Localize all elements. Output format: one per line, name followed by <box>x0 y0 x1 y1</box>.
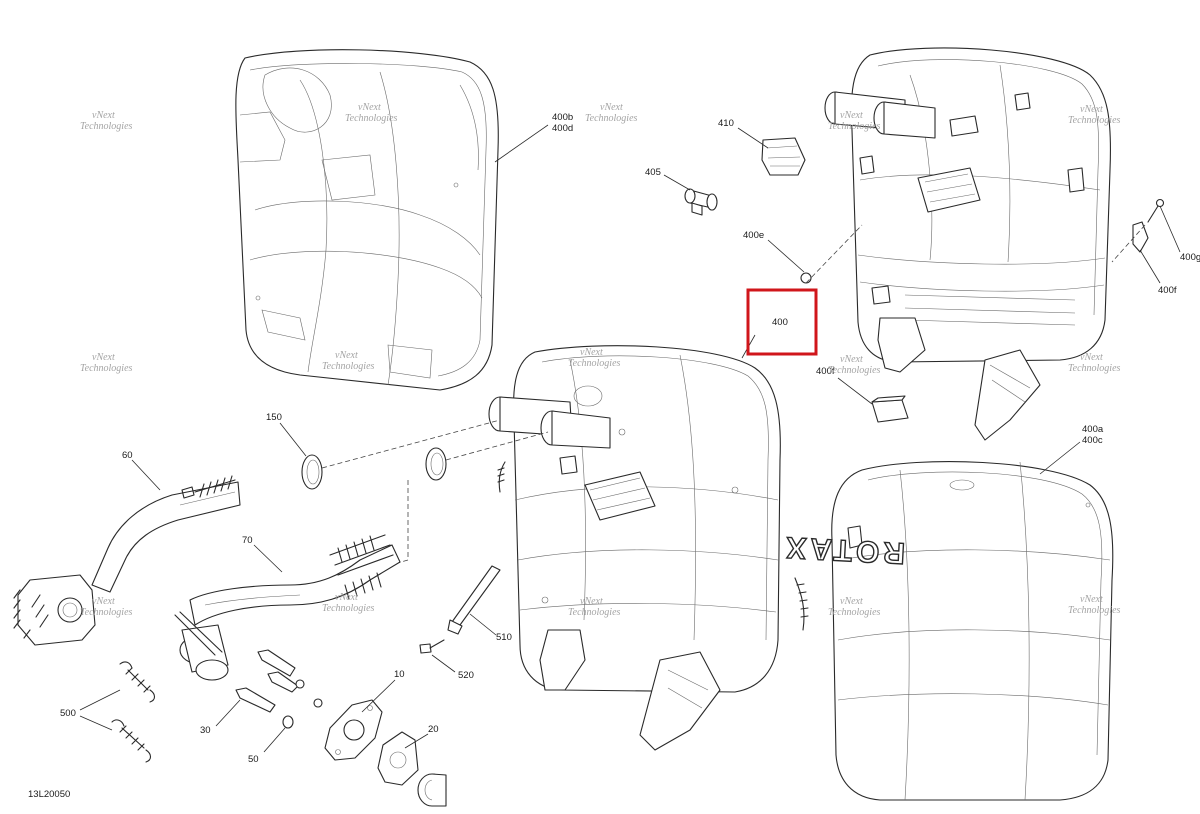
callout-405: 405 <box>645 167 661 178</box>
part-400g-screw[interactable] <box>1147 198 1165 223</box>
part-30-bolts[interactable] <box>235 649 323 713</box>
svg-text:vNext: vNext <box>1080 594 1103 605</box>
callout-70: 70 <box>242 535 253 546</box>
muffler-rear-view[interactable] <box>824 47 1111 441</box>
part-400f-bracket[interactable] <box>1132 221 1149 253</box>
svg-text:Technologies: Technologies <box>80 121 133 132</box>
svg-text:vNext: vNext <box>1080 104 1103 115</box>
svg-text:Technologies: Technologies <box>322 361 375 372</box>
svg-text:vNext: vNext <box>840 596 863 607</box>
svg-text:vNext: vNext <box>92 110 115 121</box>
svg-text:Technologies: Technologies <box>80 363 133 374</box>
callout-520: 520 <box>458 670 474 681</box>
part-510-bracket[interactable] <box>447 565 501 635</box>
svg-text:Technologies: Technologies <box>1068 115 1121 126</box>
callout-400[interactable]: 400 <box>772 317 788 328</box>
svg-text:Technologies: Technologies <box>80 607 133 618</box>
part-500-springs[interactable] <box>111 661 156 763</box>
svg-text:Technologies: Technologies <box>1068 363 1121 374</box>
callout-510: 510 <box>496 632 512 643</box>
svg-text:vNext: vNext <box>92 596 115 607</box>
svg-text:Technologies: Technologies <box>568 607 621 618</box>
part-520-screw[interactable] <box>419 639 445 654</box>
svg-text:Technologies: Technologies <box>568 358 621 369</box>
cover-400a[interactable]: ROTAX <box>781 461 1114 801</box>
callout-400f-2: 400f <box>816 366 835 377</box>
callout-150: 150 <box>266 412 282 423</box>
callout-400c: 400c <box>1082 435 1103 446</box>
svg-text:vNext: vNext <box>92 352 115 363</box>
svg-text:vNext: vNext <box>840 354 863 365</box>
svg-text:Technologies: Technologies <box>828 365 881 376</box>
svg-text:Technologies: Technologies <box>322 603 375 614</box>
callout-10: 10 <box>394 669 405 680</box>
svg-text:vNext: vNext <box>580 596 603 607</box>
svg-text:vNext: vNext <box>335 592 358 603</box>
part-410-clip[interactable] <box>761 137 806 176</box>
part-405-grommet[interactable] <box>684 188 718 216</box>
part-50-washer[interactable] <box>282 715 294 729</box>
part-20-gasket[interactable] <box>377 731 419 786</box>
callout-400g: 400g <box>1180 252 1200 263</box>
part-60-exhaust-pipe[interactable] <box>13 475 241 646</box>
callout-400d: 400d <box>552 123 573 134</box>
svg-text:Technologies: Technologies <box>585 113 638 124</box>
heat-shield-rear-400b[interactable] <box>235 49 499 391</box>
exhaust-ring[interactable] <box>417 773 447 807</box>
part-150-gasket[interactable] <box>301 447 447 490</box>
callout-50: 50 <box>248 754 259 765</box>
callout-60: 60 <box>122 450 133 461</box>
part-400e-plug[interactable] <box>800 272 812 284</box>
svg-text:vNext: vNext <box>600 102 623 113</box>
svg-text:vNext: vNext <box>580 347 603 358</box>
diagram-code: 13L20050 <box>28 789 70 800</box>
svg-text:vNext: vNext <box>358 102 381 113</box>
svg-text:Technologies: Technologies <box>1068 605 1121 616</box>
svg-text:vNext: vNext <box>335 350 358 361</box>
svg-text:Technologies: Technologies <box>828 607 881 618</box>
callout-410: 410 <box>718 118 734 129</box>
muffler-400[interactable] <box>488 345 809 751</box>
part-10-flange[interactable] <box>324 699 383 761</box>
callout-30: 30 <box>200 725 211 736</box>
callout-400e: 400e <box>743 230 764 241</box>
rotax-logo: ROTAX <box>782 530 906 569</box>
callout-20: 20 <box>428 724 439 735</box>
callout-400f: 400f <box>1158 285 1177 296</box>
svg-text:Technologies: Technologies <box>828 121 881 132</box>
callout-400b: 400b <box>552 112 573 123</box>
svg-text:Technologies: Technologies <box>345 113 398 124</box>
svg-text:vNext: vNext <box>1080 352 1103 363</box>
callout-500: 500 <box>60 708 76 719</box>
svg-text:vNext: vNext <box>840 110 863 121</box>
part-400f-pad[interactable] <box>871 395 909 423</box>
watermarks: vNext Technologies vNext Technologies vN… <box>80 102 1121 618</box>
part-70-exhaust-pipe[interactable] <box>174 534 401 681</box>
callout-400a: 400a <box>1082 424 1104 435</box>
highlight-box-400 <box>746 288 818 356</box>
